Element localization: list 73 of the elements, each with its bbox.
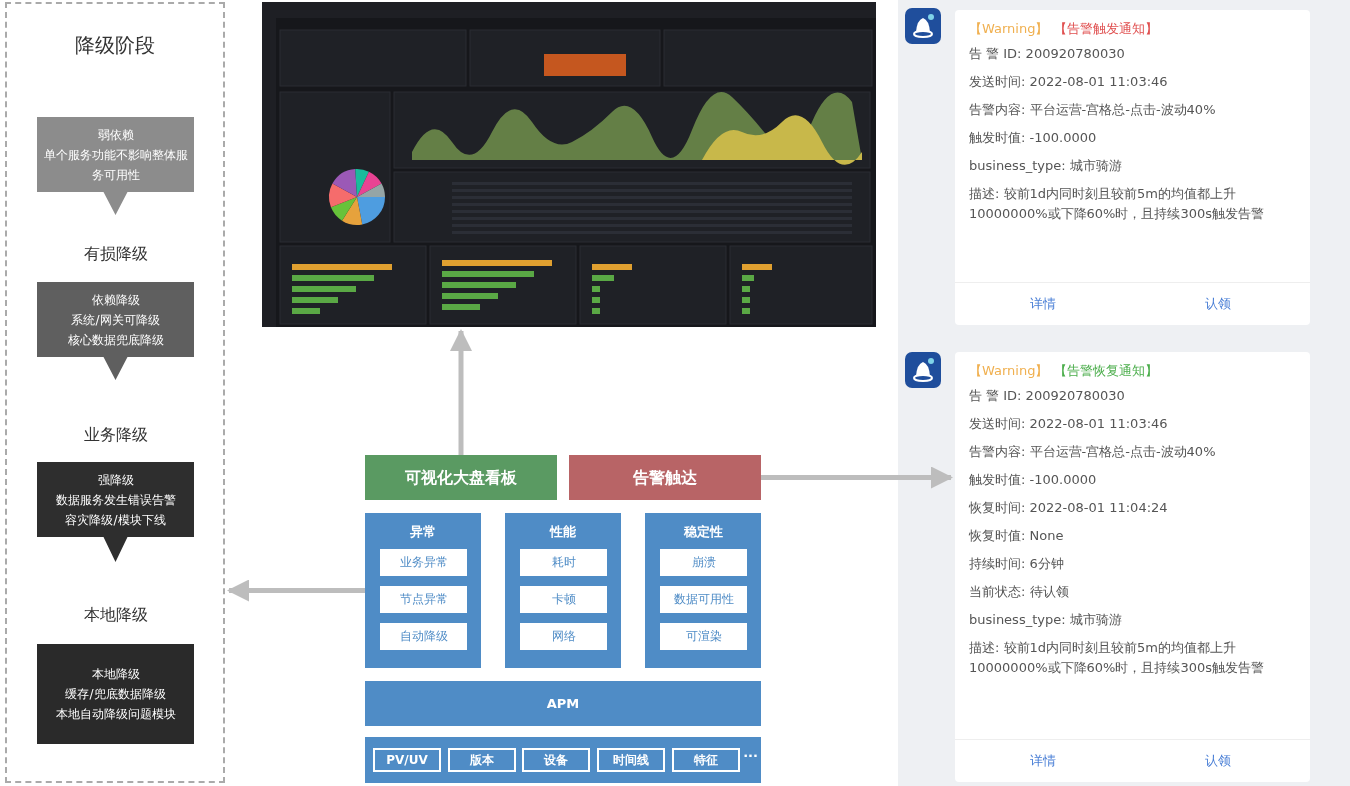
callout-text: 本地降级: [91, 666, 140, 683]
callout-text: 强降级: [97, 471, 134, 489]
callout-box: [37, 117, 194, 215]
title-box: 可视化大盘看板: [365, 455, 557, 500]
category-box: [365, 513, 481, 668]
callout-text: 依赖降级: [91, 291, 140, 309]
stage-heading: 业务降级: [37, 421, 194, 449]
alert-field: 恢复时间: 2022-08-01 11:04:24: [969, 494, 1296, 522]
tag-chip: 时间线: [597, 748, 665, 772]
category-title: 稳定性: [682, 523, 724, 541]
alert-field: 发送时间: 2022-08-01 11:03:46: [969, 68, 1296, 96]
tag-chip: PV/UV: [373, 748, 441, 772]
action-link: 认领: [1205, 752, 1231, 770]
metric-box: 业务异常: [380, 549, 467, 576]
metric-box: 自动降级: [380, 623, 467, 650]
callout-text: 本地自动降级问题模块: [55, 706, 176, 723]
alert-field: 触发时值: -100.0000: [969, 124, 1296, 152]
category-title: 性能: [548, 523, 577, 541]
tag-bar: [365, 737, 761, 783]
callout-text: 单个服务功能不影响整体服务可用性: [43, 146, 188, 184]
alert-tag: 【Warning】: [969, 362, 1049, 380]
alert-field: business_type: 城市骑游: [969, 152, 1296, 180]
metric-box: 网络: [520, 623, 607, 650]
tag-chip: 版本: [448, 748, 516, 772]
category-box: [505, 513, 621, 668]
alert-field: 恢复时值: None: [969, 522, 1296, 550]
action-link: 认领: [1205, 295, 1231, 313]
callout-box: [37, 644, 194, 744]
alert-field: 发送时间: 2022-08-01 11:03:46: [969, 410, 1296, 438]
alert-field: 告警内容: 平台运营-宫格总-点击-波动40%: [969, 438, 1296, 466]
alert-title: 【告警恢复通知】: [1054, 362, 1159, 380]
alert-field: 告 警 ID: 200920780030: [969, 382, 1296, 410]
callout-text: 弱依赖: [97, 126, 134, 144]
panel-title: 降级阶段: [74, 32, 156, 59]
action-link: 详情: [1030, 295, 1056, 313]
metric-box: 耗时: [520, 549, 607, 576]
platform-bar: APM: [365, 681, 761, 726]
arrow: [227, 579, 365, 602]
tag-chip: 特征: [672, 748, 740, 772]
stage-panel: [5, 2, 225, 783]
alert-description: 描述: 较前1d内同时刻且较前5m的均值都上升10000000%或下降60%时，且持续300s触发告警: [969, 185, 1265, 223]
category-title: 异常: [409, 523, 437, 541]
callout-text: 缓存/兜底数据降级: [65, 686, 166, 703]
alert-field: business_type: 城市骑游: [969, 606, 1296, 634]
category-box: [645, 513, 761, 668]
alert-description: 描述: 较前1d内同时刻且较前5m的均值都上升10000000%或下降60%时，且持续300s触发告警: [969, 639, 1265, 677]
tag-chip: 设备: [522, 748, 590, 772]
stage-heading: 有损降级: [37, 240, 194, 268]
callout-box: [37, 462, 194, 562]
callout-box: [37, 282, 194, 380]
metric-box: 节点异常: [380, 586, 467, 613]
metric-box: 卡顿: [520, 586, 607, 613]
callout-text: 容灾降级/模块下线: [65, 511, 166, 529]
alert-field: 持续时间: 6分钟: [969, 550, 1296, 578]
stage-heading: 本地降级: [37, 601, 194, 629]
metric-box: 可渲染: [660, 623, 747, 650]
more-text: ···: [743, 748, 758, 763]
alert-title: 【告警触发通知】: [1054, 20, 1159, 38]
title-box: 告警触达: [569, 455, 761, 500]
arrow: [761, 466, 953, 489]
action-link: 详情: [1030, 752, 1056, 770]
metric-box: 崩溃: [660, 549, 747, 576]
alert-field: 告警内容: 平台运营-宫格总-点击-波动40%: [969, 96, 1296, 124]
metric-box: 数据可用性: [660, 586, 747, 613]
alert-field: 告 警 ID: 200920780030: [969, 40, 1296, 68]
alert-field: 当前状态: 待认领: [969, 578, 1296, 606]
callout-text: 数据服务发生错误告警: [55, 491, 176, 509]
callout-text: 系统/网关可降级: [71, 311, 160, 329]
arrow: [450, 329, 472, 455]
dashboard-screenshot-drawing: [262, 2, 876, 327]
alert-tag: 【Warning】: [969, 20, 1049, 38]
alert-field: 触发时值: -100.0000: [969, 466, 1296, 494]
callout-text: 核心数据兜底降级: [67, 331, 164, 349]
